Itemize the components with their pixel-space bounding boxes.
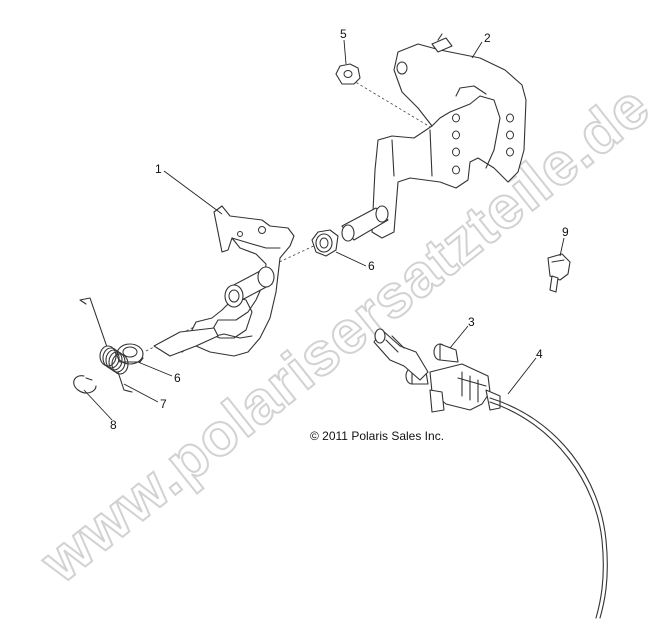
mounting-bracket [341, 33, 527, 242]
callout-6-upper: 6 [368, 259, 375, 273]
bushing-upper [311, 229, 339, 257]
callout-2: 2 [484, 31, 491, 45]
leader-6a [335, 251, 367, 267]
leader-5 [343, 39, 347, 65]
bushing-lower [116, 343, 144, 365]
leader-9 [559, 237, 565, 257]
leader-4 [507, 357, 537, 395]
e-clip [73, 375, 97, 394]
watermark: www.polarisersatzteile.de [28, 72, 656, 596]
bolt-upper [433, 343, 459, 363]
callout-6-lower: 6 [174, 371, 181, 385]
torsion-spring [79, 297, 133, 393]
flange-nut [335, 63, 361, 85]
leader-8 [83, 389, 113, 421]
leader-1 [163, 170, 223, 215]
callout-9: 9 [562, 225, 569, 239]
assembly-line-nut-bracket [351, 79, 433, 129]
brake-cable [373, 328, 608, 619]
callout-3: 3 [468, 315, 475, 329]
callout-8: 8 [110, 418, 117, 432]
callout-5: 5 [340, 27, 347, 41]
brake-pedal [153, 205, 295, 357]
leader-3 [449, 325, 469, 349]
leader-2 [471, 41, 483, 59]
cable-clip [547, 253, 571, 293]
callout-1: 1 [155, 162, 162, 176]
leader-6b [137, 361, 173, 377]
copyright-text: © 2011 Polaris Sales Inc. [310, 429, 444, 443]
leader-7 [123, 383, 159, 403]
callout-7: 7 [160, 397, 167, 411]
callout-4: 4 [536, 347, 543, 361]
